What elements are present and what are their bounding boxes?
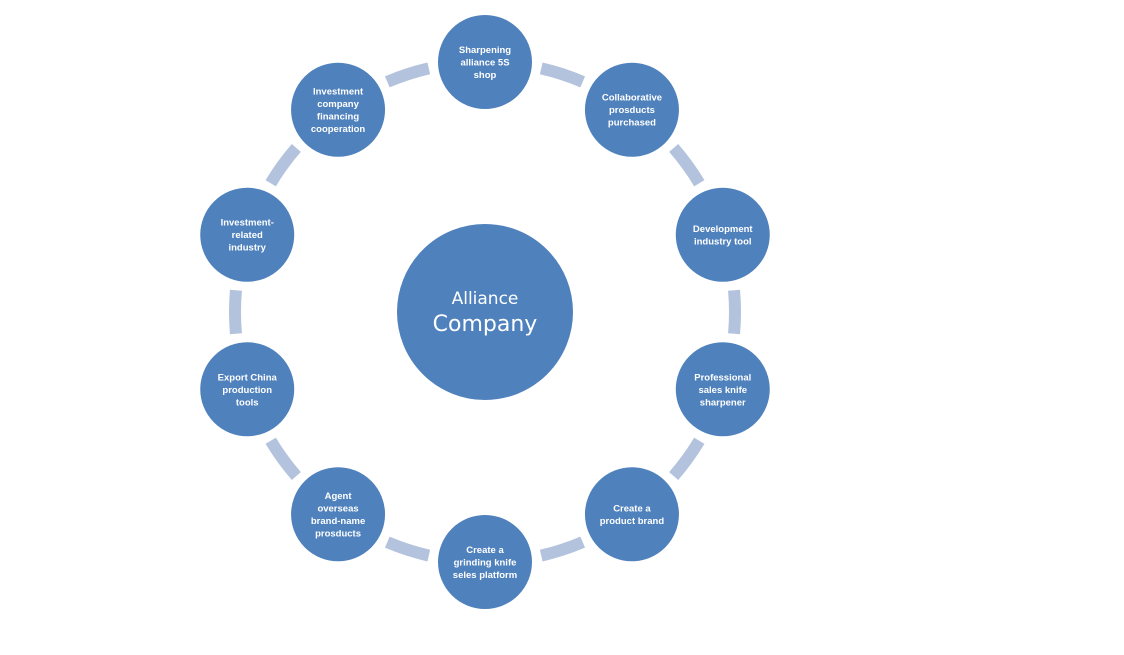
connector-arc — [384, 536, 431, 562]
node-label-line: cooperation — [311, 124, 366, 135]
node-label-line: grinding knife — [454, 558, 517, 569]
node-circle — [289, 465, 388, 564]
connector-arc — [265, 144, 301, 187]
node-label-line: alliance 5S — [460, 58, 509, 69]
connector-arc — [229, 289, 242, 335]
connector-arc — [728, 289, 741, 335]
node-label-line: prosducts — [609, 105, 655, 116]
connector-arc — [539, 536, 586, 562]
node-label-line: purchased — [608, 118, 656, 129]
node-label-line: financing — [317, 111, 359, 122]
node-label-line: industry — [228, 243, 266, 254]
node-label-line: overseas — [317, 504, 358, 515]
connector-arc — [669, 437, 705, 480]
node-label-line: Create a — [613, 504, 651, 515]
node-circle — [198, 185, 297, 284]
connector-arc — [539, 62, 586, 88]
node-circle — [436, 13, 534, 111]
connector-arc — [669, 144, 705, 187]
node-label-line: shop — [474, 70, 497, 81]
node-label-line: related — [232, 230, 263, 241]
node-label-line: Create a — [466, 545, 504, 556]
node-label-line: Collaborative — [602, 93, 662, 104]
node-circle — [673, 185, 772, 284]
node-circle — [198, 340, 297, 439]
node-label-line: company — [317, 99, 359, 110]
node-label-line: prosducts — [315, 529, 361, 540]
center-title-line2: Company — [433, 312, 538, 337]
connector-arc — [384, 62, 431, 88]
node-label-line: Agent — [325, 491, 353, 502]
node-circle — [289, 60, 388, 159]
node-circle — [673, 340, 772, 439]
node-label-line: Export China — [218, 372, 278, 383]
cycle-node: Investment-related industry — [198, 185, 297, 284]
node-circle — [436, 513, 534, 611]
node-label-line: tools — [236, 397, 259, 408]
node-label-line: Professional — [694, 372, 751, 383]
connector-arc — [265, 437, 301, 480]
center-circle — [395, 222, 575, 402]
node-label-line: production — [222, 385, 272, 396]
node-label-line: sales knife — [698, 385, 747, 396]
connector-arcs — [229, 62, 741, 562]
node-label-line: Development — [693, 224, 753, 235]
node-label-line: product brand — [600, 516, 665, 527]
node-label-line: seles platform — [453, 570, 517, 581]
node-label-line: Investment — [313, 86, 364, 97]
center-node: Alliance Company — [395, 222, 575, 402]
center-title-line1: Alliance — [452, 289, 519, 309]
node-label-line: Sharpening — [459, 45, 511, 56]
node-label-line: industry tool — [694, 236, 752, 247]
node-circle — [582, 60, 681, 159]
node-label-line: brand-name — [311, 516, 365, 527]
node-label-line: sharpener — [700, 397, 746, 408]
node-circle — [582, 465, 681, 564]
node-label-line: Investment- — [221, 218, 274, 229]
